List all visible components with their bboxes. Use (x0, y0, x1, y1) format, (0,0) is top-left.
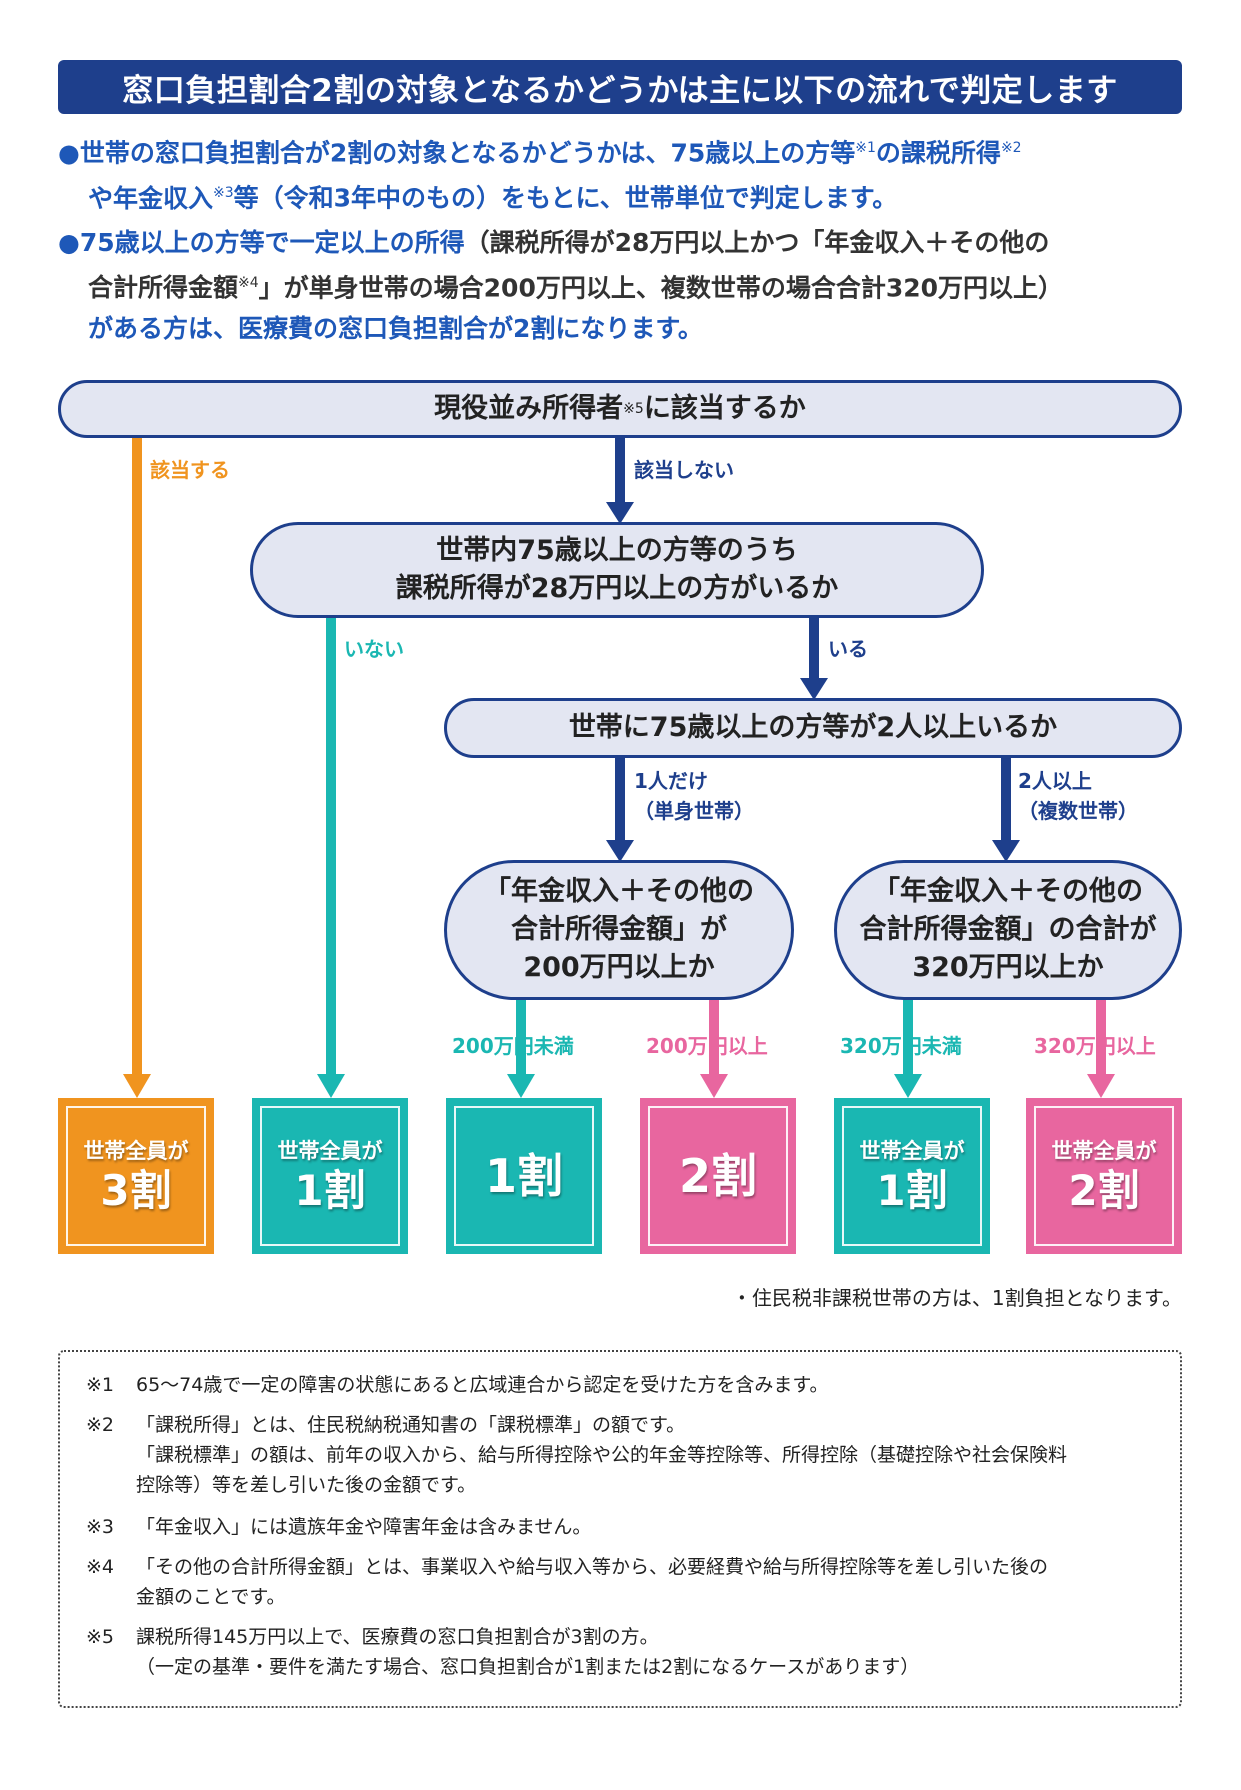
connector-teal-3 (903, 1000, 913, 1074)
branch-label-none: いない (344, 637, 404, 661)
connector-pink-1 (709, 1000, 719, 1074)
intro-paragraph-1: ●世帯の窓口負担割合が2割の対象となるかどうかは、75歳以上の方等※1の課税所得… (58, 138, 1022, 213)
branch-label-yes: 該当する (150, 458, 230, 482)
connector-teal-2 (516, 1000, 526, 1074)
decision-node-2: 世帯内75歳以上の方等のうち 課税所得が28万円以上の方がいるか (250, 522, 984, 618)
arrowhead-pink-2 (1087, 1074, 1115, 1098)
branch-label-single: 1人だけ （単身世帯） (634, 769, 754, 823)
arrowhead-navy-1 (606, 502, 634, 524)
branch-label-exists: いる (828, 637, 868, 661)
branch-label-no: 該当しない (634, 458, 734, 482)
connector-orange (132, 438, 142, 1074)
decision-node-4b: 「年金収入＋その他の 合計所得金額」の合計が 320万円以上か (834, 860, 1182, 1000)
intro-paragraph-2: ●75歳以上の方等で一定以上の所得（課税所得が28万円以上かつ「年金収入＋その他… (58, 228, 1064, 344)
connector-navy-1 (615, 438, 625, 502)
arrowhead-teal-3 (894, 1074, 922, 1098)
footnotes-box (58, 1350, 1182, 1708)
connector-pink-2 (1096, 1000, 1106, 1074)
branch-label-over-200: 200万円以上 (646, 1034, 768, 1058)
decision-node-4a: 「年金収入＋その他の 合計所得金額」が 200万円以上か (444, 860, 794, 1000)
bullet: ● (58, 228, 80, 257)
footnote-4: ※4「その他の合計所得金額」とは、事業収入や給与収入等から、必要経費や給与所得控… (86, 1556, 1049, 1608)
arrowhead-navy-4 (992, 840, 1020, 862)
result-box-2wari: 2割 (640, 1098, 796, 1254)
connector-navy-4 (1001, 758, 1011, 840)
decision-node-3: 世帯に75歳以上の方等が2人以上いるか (444, 698, 1182, 758)
page-title: 窓口負担割合2割の対象となるかどうかは主に以下の流れで判定します (58, 60, 1182, 114)
branch-label-over-320: 320万円以上 (1034, 1034, 1156, 1058)
result-box-1wari-all-multi: 世帯全員が 1割 (834, 1098, 990, 1254)
arrowhead-navy-3 (606, 840, 634, 862)
branch-label-under-320: 320万円未満 (840, 1034, 962, 1058)
branch-label-multiple: 2人以上 （複数世帯） (1018, 769, 1138, 823)
branch-label-under-200: 200万円未満 (452, 1034, 574, 1058)
result-box-3wari-all: 世帯全員が 3割 (58, 1098, 214, 1254)
connector-navy-2 (809, 618, 819, 678)
footnote-2: ※2「課税所得」とは、住民税納税通知書の「課税標準」の額です。 「課税標準」の額… (86, 1414, 1068, 1496)
arrowhead-pink-1 (700, 1074, 728, 1098)
result-box-1wari: 1割 (446, 1098, 602, 1254)
arrowhead-teal-2 (507, 1074, 535, 1098)
connector-navy-3 (615, 758, 625, 840)
connector-teal-1 (326, 618, 336, 1074)
result-box-1wari-all: 世帯全員が 1割 (252, 1098, 408, 1254)
result-box-2wari-all-multi: 世帯全員が 2割 (1026, 1098, 1182, 1254)
footnote-3: ※3「年金収入」には遺族年金や障害年金は含みません。 (86, 1516, 592, 1538)
arrowhead-teal-1 (317, 1074, 345, 1098)
arrowhead-orange (123, 1074, 151, 1098)
nontaxable-household-note: ・住民税非課税世帯の方は、1割負担となります。 (731, 1286, 1182, 1310)
bullet: ● (58, 138, 80, 168)
arrowhead-navy-2 (800, 678, 828, 700)
